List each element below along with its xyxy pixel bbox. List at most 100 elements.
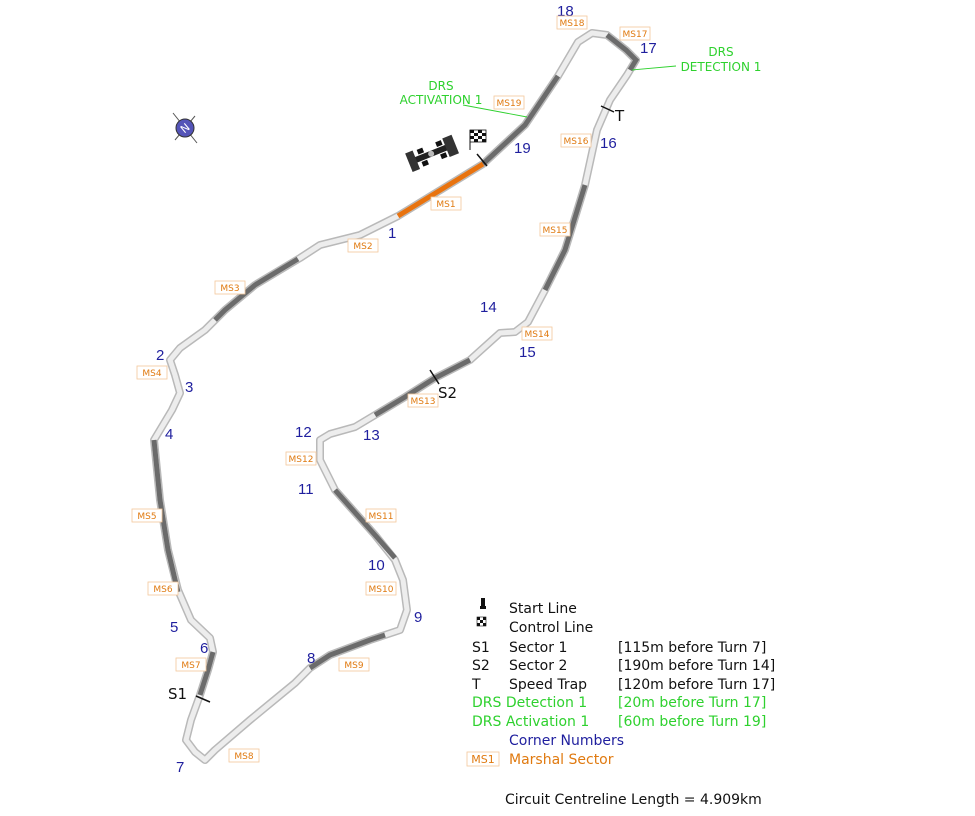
ms-tag: MS9 [338,657,370,672]
ms-tag: MS8 [228,748,260,763]
corner-16: 16 [600,135,617,152]
legend-start-line: Start Line [509,601,577,617]
corner-10: 10 [368,557,385,574]
corner-7: 7 [176,759,184,776]
drs-activation-label-2: ACTIVATION 1 [400,93,483,107]
track-dark-ms13 [373,357,472,418]
start-line-icon [480,598,486,609]
corner-11: 11 [298,481,314,498]
legend-s1-note: [115m before Turn 7] [618,640,766,656]
corner-19: 19 [514,140,531,157]
ms-label: MS13 [411,397,436,407]
legend-marshal-sector: Marshal Sector [509,752,614,768]
ms-label: MS5 [137,512,156,522]
ms-tag: MS12 [285,451,317,466]
legend-s2-key: S2 [472,658,490,674]
ms-label: MS3 [220,284,239,294]
control-line-icon [476,616,487,627]
ms-label: MS7 [181,661,200,671]
corner-15: 15 [519,344,536,361]
ms-tag: MS17 [619,26,651,41]
track-dark-ms3 [213,256,300,322]
circuit-length: Circuit Centreline Length = 4.909km [505,792,762,808]
track-dark-ms11 [333,488,397,560]
drs-activation-label-1: DRS [428,79,453,93]
ms-label: MS19 [497,99,522,109]
legend-drs-activation: DRS Activation 1 [472,714,589,730]
ms-label: MS1 [436,200,455,210]
ms-label: MS10 [369,585,394,595]
corner-14: 14 [480,299,497,316]
corner-12: 12 [295,424,312,441]
corner-4: 4 [165,426,173,443]
corner-5: 5 [170,619,178,636]
ms-tag: MS15 [539,222,571,237]
s2-marker: S2 [438,384,457,402]
ms-tag: MS19 [493,95,525,110]
legend-control-line: Control Line [509,620,593,636]
ms-tag: MS4 [136,365,168,380]
track-dark-ms9 [308,632,386,671]
ms-label: MS8 [234,752,253,762]
legend-t-label: Speed Trap [509,677,587,693]
legend: Start Line Control Line S1 Sector 1 [115… [466,598,775,768]
corner-2: 2 [156,347,164,364]
chequered-flag-icon [469,129,487,150]
legend-t-key: T [471,677,481,693]
ms-tag: MS16 [560,133,592,148]
legend-s2-note: [190m before Turn 14] [618,658,775,674]
track-dark-ms15 [542,184,588,292]
ms-label: MS18 [560,19,585,29]
legend-drs-detection: DRS Detection 1 [472,695,587,711]
drs-detection-label-2: DETECTION 1 [681,60,762,74]
compass-icon: N [172,112,198,144]
ms-label: MS15 [543,226,568,236]
track-dark-sections [151,33,640,696]
drs-detection-leader [631,65,677,71]
legend-s1-label: Sector 1 [509,640,567,656]
corner-3: 3 [185,379,193,396]
ms-tag: MS6 [147,581,179,596]
legend-t-note: [120m before Turn 17] [618,677,775,693]
drs-detection-label-1: DRS [708,45,733,59]
s2-tick [429,369,440,385]
ms-tag: MS11 [365,508,397,523]
corner-17: 17 [640,40,657,57]
ms-tag: MS2 [347,238,379,253]
start-straight [396,161,485,219]
corner-numbers: 1 2 3 4 5 6 7 8 9 10 11 12 13 14 15 16 1… [156,3,657,776]
ms-label: MS2 [353,242,372,252]
ms-tag: MS5 [131,508,163,523]
corner-13: 13 [363,427,380,444]
legend-drs-activation-note: [60m before Turn 19] [618,714,766,730]
track [150,29,677,764]
ms-label: MS11 [369,512,394,522]
track-dark-ms17 [605,33,640,72]
drs-activation-leader [462,104,528,118]
f1-car-icon [405,134,459,173]
corner-9: 9 [414,609,422,626]
track-dark-ms5 [151,439,181,593]
speed-trap-marker: T [614,107,625,125]
corner-1: 1 [388,225,396,242]
legend-s2-label: Sector 2 [509,658,567,674]
legend-ms-key-label: MS1 [471,753,494,766]
ms-label: MS6 [153,585,172,595]
ms-label: MS16 [564,137,589,147]
ms-label: MS12 [289,455,314,465]
ms-tag: MS3 [214,280,246,295]
ms-tag: MS10 [365,581,397,596]
ms-tag: MS14 [521,326,553,341]
ms-label: MS14 [525,330,550,340]
legend-s1-key: S1 [472,640,490,656]
track-dark-ms19 [481,74,561,166]
ms-label: MS4 [142,369,161,379]
ms-tag: MS18 [556,15,588,30]
ms-tag: MS1 [430,196,462,211]
corner-6: 6 [200,640,208,657]
s1-tick [195,695,211,703]
legend-corner-numbers: Corner Numbers [509,733,624,749]
speed-trap-tick [600,105,615,113]
marshal-sector-tags: MS1 MS2 MS3 MS4 MS5 MS6 MS7 MS8 MS9 MS10… [131,15,651,763]
